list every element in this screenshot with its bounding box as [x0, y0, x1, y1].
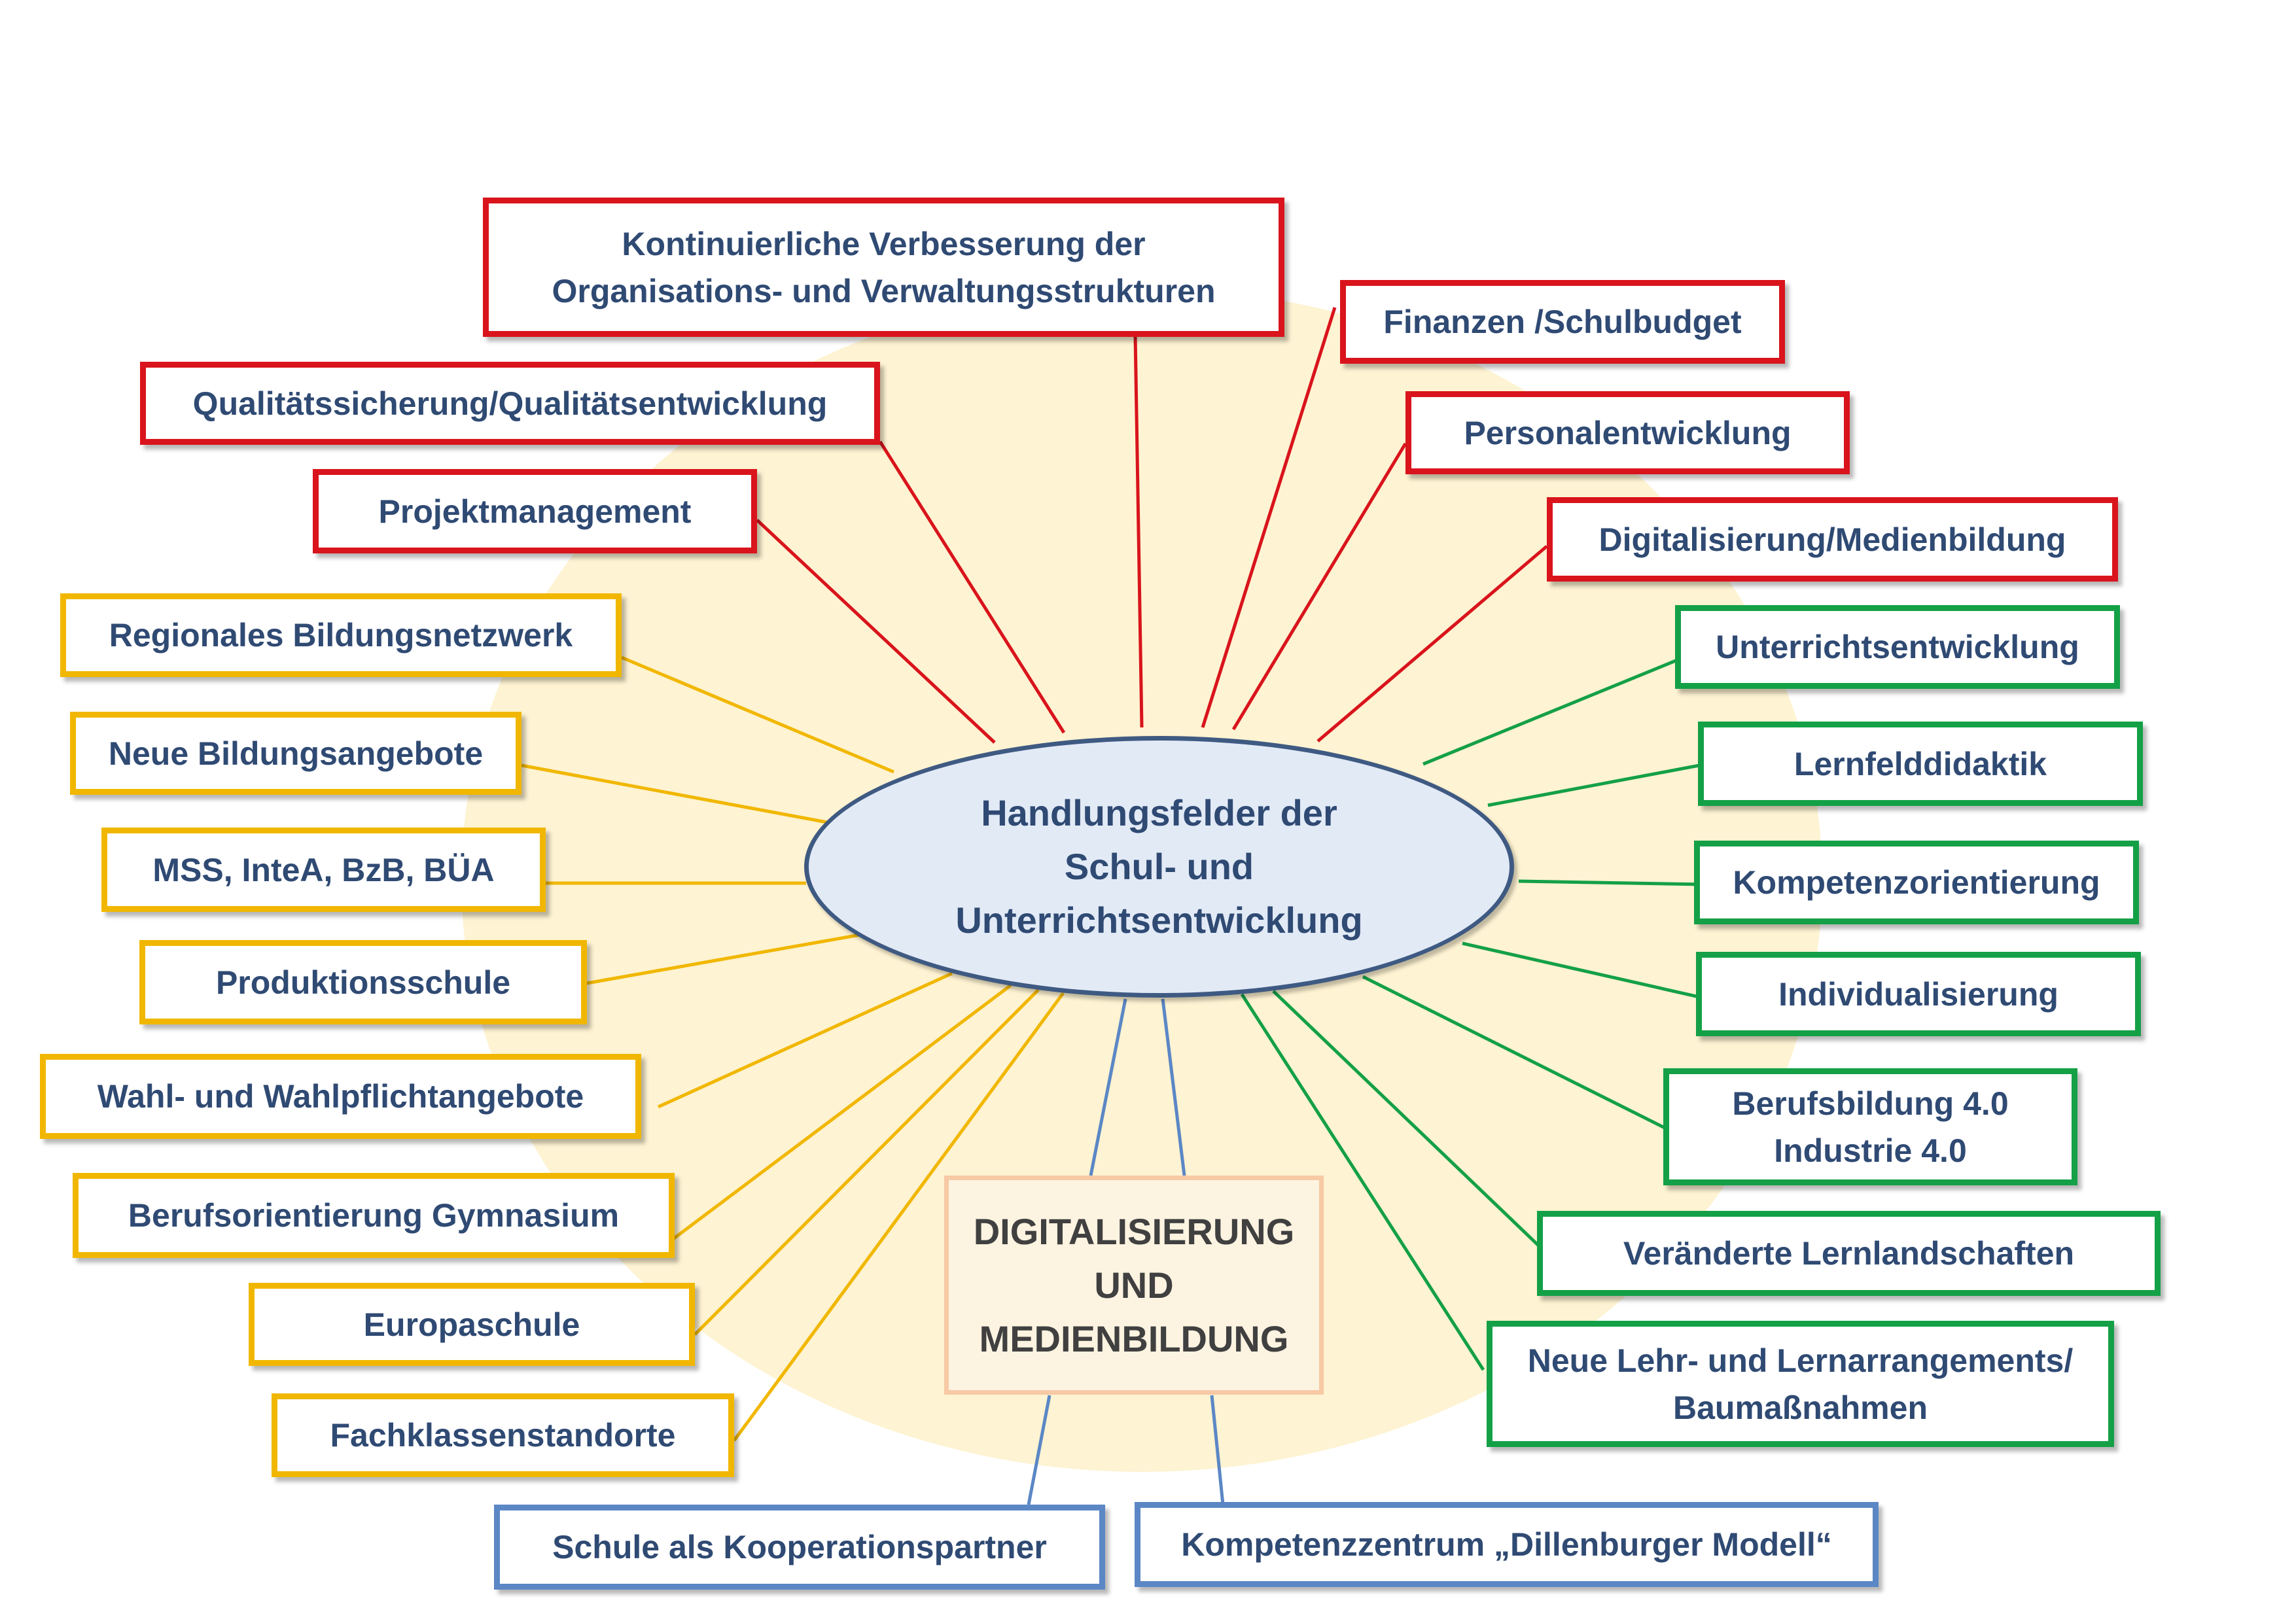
- field-box-projektmanagement: Projektmanagement: [313, 469, 757, 553]
- field-box-organisation: Kontinuierliche Verbesserung der Organis…: [483, 198, 1284, 337]
- connector-line: [878, 440, 1066, 734]
- field-box-kompetenzorientierung: Kompetenzorientierung: [1694, 841, 2139, 924]
- connector-line: [1362, 975, 1676, 1135]
- connector-line: [1272, 990, 1550, 1257]
- field-box-bildungsangebote: Neue Bildungsangebote: [70, 712, 521, 795]
- field-box-personal: Personalentwicklung: [1405, 391, 1850, 474]
- field-box-lernarrangements: Neue Lehr- und Lernarrangements/ Baumaßn…: [1487, 1321, 2114, 1447]
- field-box-lernlandschaften: Veränderte Lernlandschaften: [1537, 1211, 2161, 1296]
- field-box-kooperationspartner: Schule als Kooperationspartner: [494, 1505, 1105, 1590]
- field-box-wahlangebote: Wahl- und Wahlpflichtangebote: [40, 1054, 641, 1139]
- field-box-produktionsschule: Produktionsschule: [139, 940, 587, 1024]
- connector-line: [756, 519, 996, 744]
- field-box-finanzen: Finanzen /Schulbudget: [1340, 280, 1785, 364]
- connector-line: [732, 992, 1065, 1442]
- connector-line: [621, 655, 894, 774]
- central-topic: Handlungsfelder der Schul- und Unterrich…: [804, 736, 1514, 998]
- connector-line: [1161, 998, 1186, 1176]
- connector-line: [1487, 761, 1710, 807]
- connector-line: [521, 763, 828, 824]
- connector-line: [657, 971, 953, 1109]
- field-box-unterrichtsentwicklung: Unterrichtsentwicklung: [1675, 605, 2120, 689]
- field-box-lernfelddidaktik: Lernfelddidaktik: [1698, 722, 2143, 806]
- connector-line: [1518, 879, 1706, 886]
- connector-line: [1210, 1395, 1225, 1505]
- connector-line: [586, 932, 864, 985]
- field-box-fachklassen: Fachklassenstandorte: [272, 1393, 734, 1477]
- connector-line: [1089, 998, 1127, 1176]
- connector-line: [1027, 1395, 1051, 1505]
- field-box-individualisierung: Individualisierung: [1696, 952, 2141, 1036]
- connector-line: [1316, 545, 1548, 742]
- connector-line: [1201, 307, 1337, 728]
- field-box-digitalisierung: Digitalisierung/Medienbildung: [1547, 497, 2118, 582]
- field-box-mss: MSS, InteA, BzB, BÜA: [101, 828, 546, 912]
- field-box-europaschule: Europaschule: [249, 1283, 695, 1366]
- connector-line: [1240, 993, 1485, 1371]
- connector-line: [1462, 941, 1708, 1001]
- field-box-qualitaet: Qualitätssicherung/Qualitätsentwicklung: [140, 362, 880, 445]
- connector-line: [1133, 334, 1144, 728]
- connector-line: [1422, 654, 1687, 766]
- field-box-bildungsnetzwerk: Regionales Bildungsnetzwerk: [60, 593, 622, 677]
- connector-line: [1231, 442, 1407, 731]
- field-box-berufsbildung: Berufsbildung 4.0 Industrie 4.0: [1663, 1068, 2077, 1185]
- digitalization-focus-box: DIGITALISIERUNG UND MEDIENBILDUNG: [944, 1176, 1324, 1395]
- field-box-kompetenzzentrum: Kompetenzzentrum „Dillenburger Modell“: [1135, 1502, 1879, 1587]
- field-box-berufsorientierung: Berufsorientierung Gymnasium: [73, 1173, 675, 1258]
- connector-line: [673, 984, 1012, 1240]
- connector-line: [694, 988, 1040, 1336]
